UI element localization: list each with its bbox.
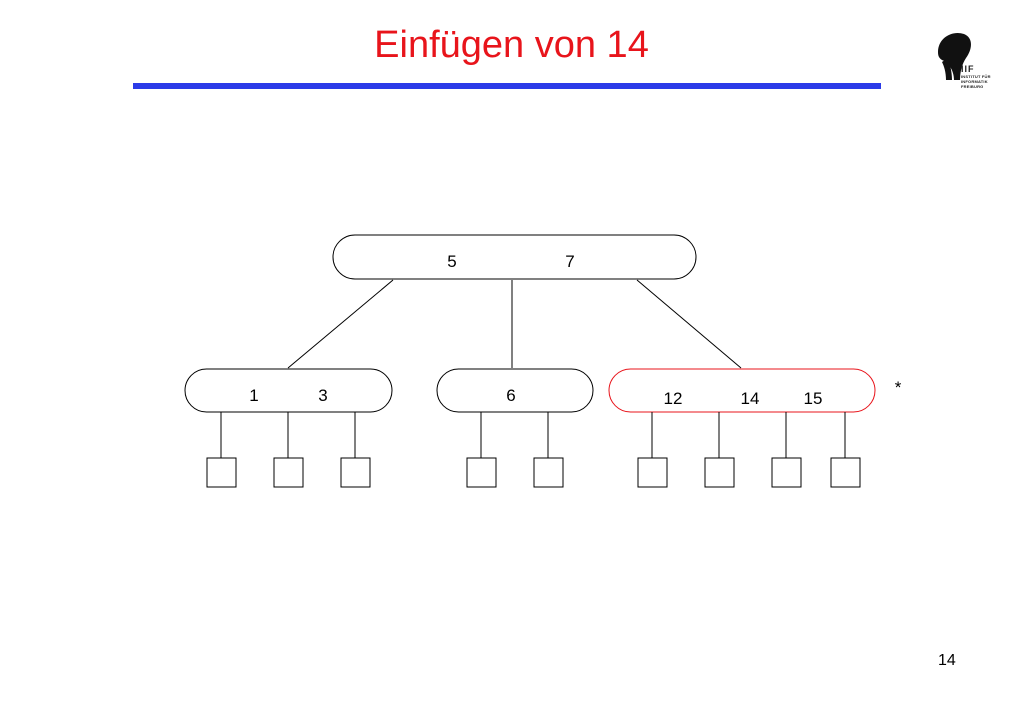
tree-edge (636, 279, 742, 369)
leaf-square (830, 457, 861, 488)
leaf-square (466, 457, 497, 488)
logo-line: INFORMATIK (961, 79, 988, 84)
leaf-square (704, 457, 735, 488)
iif-logo-icon (934, 28, 994, 86)
leaf-square (533, 457, 564, 488)
logo-line: INSTITUT FÜR (961, 74, 991, 79)
leaf-square (273, 457, 304, 488)
leaf-square (637, 457, 668, 488)
root-node (332, 234, 697, 280)
page-number: 14 (938, 652, 956, 669)
root-key: 5 (447, 252, 456, 271)
title-underline (133, 83, 881, 89)
child-node-right-overfull (608, 368, 876, 413)
child-key: 6 (506, 386, 515, 405)
child-key: 3 (318, 386, 327, 405)
child-key: 1 (249, 386, 258, 405)
leaf-square (206, 457, 237, 488)
child-key: 14 (741, 389, 760, 408)
overflow-marker: * (895, 378, 902, 397)
logo-letters: IIF (961, 64, 975, 74)
child-key: 12 (664, 389, 683, 408)
root-key: 7 (565, 252, 574, 271)
slide-title: Einfügen von 14 (374, 24, 649, 66)
logo-line: FREIBURG (961, 84, 984, 89)
tree-edge (287, 279, 394, 369)
logo-caption: IIF INSTITUT FÜR INFORMATIK FREIBURG (961, 64, 997, 89)
leaf-square (340, 457, 371, 488)
child-node-left (184, 368, 393, 413)
child-node-middle (436, 368, 594, 413)
leaf-square (771, 457, 802, 488)
child-key: 15 (804, 389, 823, 408)
